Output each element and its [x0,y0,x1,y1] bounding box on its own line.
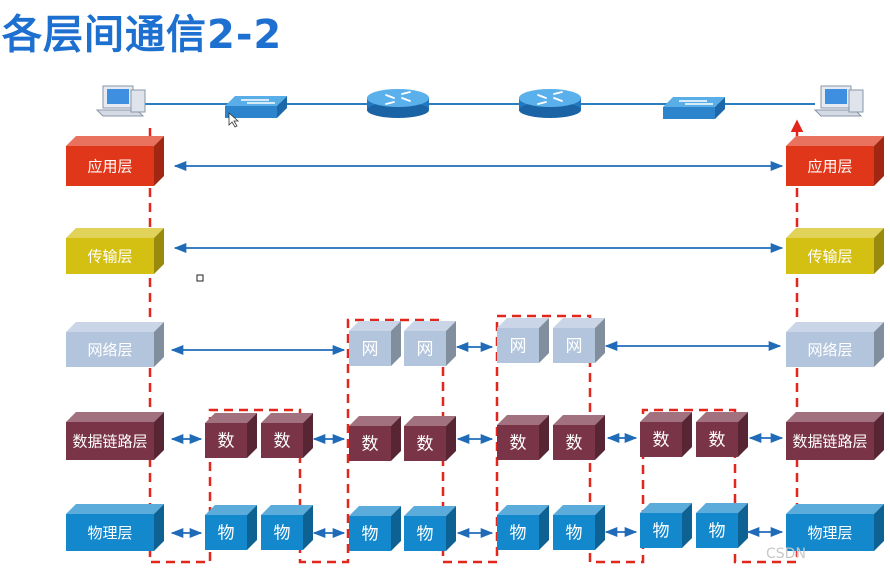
mini-datalink-block-0-0-label: 数 [218,432,235,452]
mini-network-block-5-1-label: 网 [566,337,583,357]
router-icon [367,89,429,118]
mini-physical-block-9-0-label: 物 [653,522,670,542]
mini-network-block-2-0: 网 [349,321,401,366]
right-transport-block: 传输层 [786,228,884,274]
mini-physical-block-7-0: 物 [497,505,549,550]
mini-physical-block-9-0: 物 [640,503,692,548]
left-network-block: 网络层 [66,322,164,367]
cursor-icon [228,112,240,128]
mini-physical-block-7-1: 物 [553,505,605,550]
mini-network-block-2-1: 网 [404,321,456,366]
mini-physical-block-4-1-label: 物 [417,525,434,545]
mini-physical-block-4-1: 物 [404,506,456,551]
right-datalink-block: 数据链路层 [786,412,884,460]
left-physical-block: 物理层 [66,504,164,551]
right-transport-block-label: 传输层 [807,247,852,265]
mini-datalink-block-8-1: 数 [696,412,748,457]
left-app-block-label: 应用层 [87,157,132,175]
mini-datalink-block-0-1: 数 [261,413,313,458]
mini-network-block-2-0-label: 网 [362,340,379,360]
router-icon [519,89,581,118]
right-physical-block: 物理层 [786,504,884,551]
right-datalink-block-label: 数据链路层 [792,432,867,450]
mini-physical-block-7-1-label: 物 [566,524,583,544]
mini-datalink-block-0-1-label: 数 [274,432,291,452]
mini-datalink-block-0-0: 数 [205,413,257,458]
mini-network-block-5-1: 网 [553,318,605,363]
right-app-block: 应用层 [786,136,884,186]
left-physical-block-label: 物理层 [87,524,132,542]
left-transport-block-label: 传输层 [87,247,132,265]
left-datalink-block-label: 数据链路层 [72,432,147,450]
computer-icon [95,85,146,117]
mini-datalink-block-6-1: 数 [553,415,605,460]
peer-arrows [170,160,784,539]
device-row [95,85,864,119]
watermark: CSDN [766,546,806,562]
mini-datalink-block-8-0-label: 数 [653,431,670,451]
mini-physical-block-9-1-label: 物 [709,522,726,542]
mini-datalink-block-6-0: 数 [497,415,549,460]
switch-icon [663,97,725,119]
left-app-block: 应用层 [66,136,164,186]
computer-icon [813,85,864,117]
right-network-block: 网络层 [786,322,884,367]
mini-network-block-5-0: 网 [497,318,549,363]
left-network-block-label: 网络层 [87,341,132,359]
mini-datalink-block-6-0-label: 数 [510,434,527,454]
mini-network-block-2-1-label: 网 [417,340,434,360]
right-app-block-label: 应用层 [807,157,852,175]
right-network-block-label: 网络层 [807,341,852,359]
mini-physical-block-4-0: 物 [349,506,401,551]
mini-datalink-block-3-1-label: 数 [417,435,434,455]
mini-physical-block-4-0-label: 物 [362,525,379,545]
slide-title: 各层间通信2-2 [2,12,283,58]
mini-datalink-block-3-0-label: 数 [362,435,379,455]
mini-physical-block-1-0-label: 物 [218,524,235,544]
mini-datalink-block-8-0: 数 [640,412,692,457]
mini-physical-block-7-0-label: 物 [510,524,527,544]
mini-physical-block-1-1: 物 [261,505,313,550]
switch-icon [225,96,287,118]
mini-datalink-block-6-1-label: 数 [566,434,583,454]
mini-physical-block-1-1-label: 物 [274,524,291,544]
data-path-dashed [148,119,804,564]
left-datalink-block: 数据链路层 [66,412,164,460]
mini-network-block-5-0-label: 网 [510,337,527,357]
left-transport-block: 传输层 [66,228,164,274]
mini-datalink-block-3-0: 数 [349,416,401,461]
right-physical-block-label: 物理层 [807,524,852,542]
mini-physical-block-1-0: 物 [205,505,257,550]
mini-datalink-block-8-1-label: 数 [709,431,726,451]
selection-handle [196,274,204,282]
mini-physical-block-9-1: 物 [696,503,748,548]
mini-datalink-block-3-1: 数 [404,416,456,461]
